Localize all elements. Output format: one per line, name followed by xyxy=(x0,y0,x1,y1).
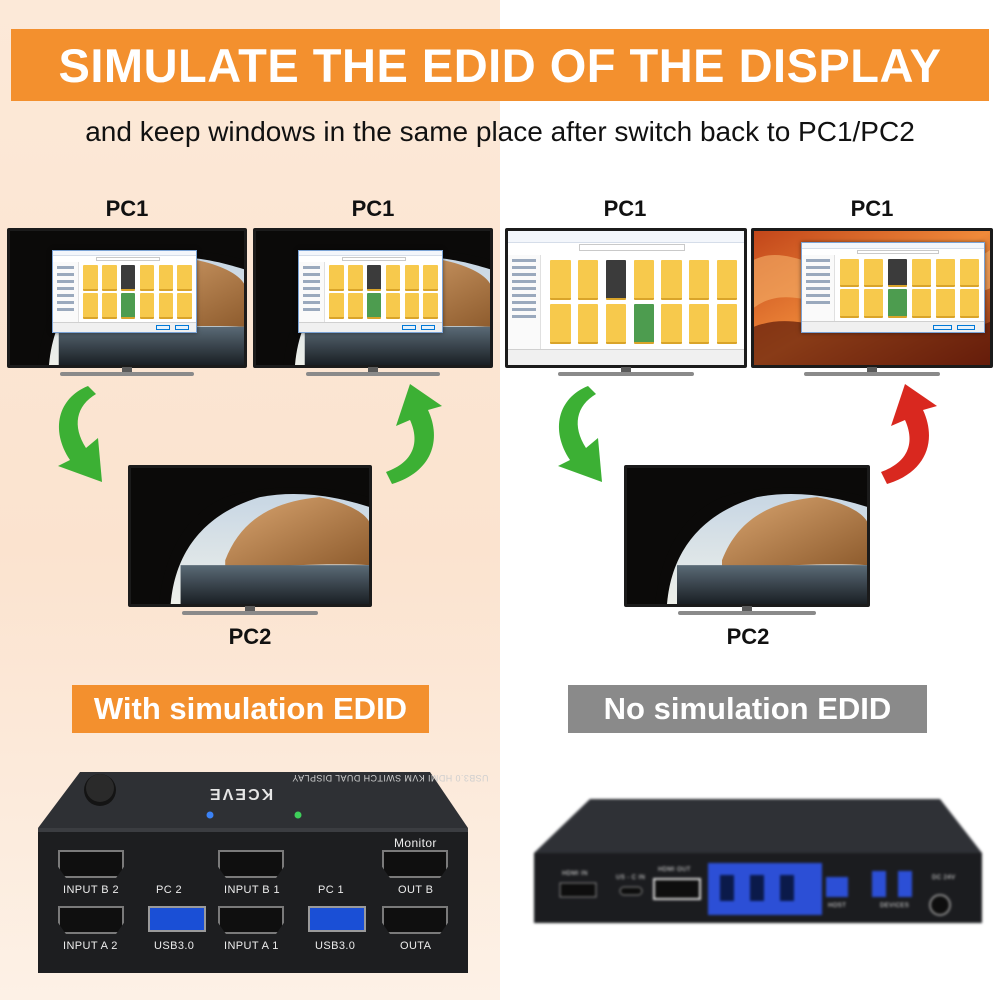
monitor-pc2-right xyxy=(624,465,870,615)
usb-port-b[interactable] xyxy=(308,906,366,932)
input-a2-label: INPUT A 2 xyxy=(63,940,118,952)
hdmi-port-input-b2[interactable] xyxy=(58,850,124,878)
headline-text: SIMULATE THE EDID OF THE DISPLAY xyxy=(58,38,942,92)
kvm-switch-device: KCEVE USB3.0 HDMI KVM SWITCH DUAL DISPLA… xyxy=(30,768,489,988)
out-b-label: OUT B xyxy=(398,884,434,896)
red-arrow-up-right-icon xyxy=(881,384,937,484)
hdmi-port-input-a1[interactable] xyxy=(218,906,284,934)
brand-logo-text: KCEVE xyxy=(208,785,274,802)
hdmi-port-out-b[interactable] xyxy=(382,850,448,878)
no-edid-caption: No simulation EDID xyxy=(568,685,927,733)
hdmi-out-label: HDMI OUT xyxy=(658,867,691,873)
out-a-label: OUTA xyxy=(400,940,432,952)
file-dialog-window xyxy=(52,249,198,333)
with-edid-caption: With simulation EDID xyxy=(72,685,429,733)
monitor-pc1-right-b xyxy=(751,228,993,376)
monitor-pc1-left-a xyxy=(7,228,247,376)
subtitle-text: and keep windows in the same place after… xyxy=(85,116,915,147)
file-dialog-maximized xyxy=(508,231,744,365)
hdmi-port-input-a2[interactable] xyxy=(58,906,124,934)
pc1-label-left-b: PC1 xyxy=(351,196,395,221)
file-dialog-window xyxy=(801,241,986,333)
monitor-pc1-right-a xyxy=(505,228,747,376)
pc1-label-left-a: PC1 xyxy=(105,196,149,221)
devices-label: DEVICES xyxy=(880,903,910,909)
hdmi-port-input-b1[interactable] xyxy=(218,850,284,878)
pc1-port-label: PC 1 xyxy=(318,884,345,896)
pc2-label-left: PC2 xyxy=(228,624,272,649)
hdmi-in-label: HDMI IN xyxy=(562,871,588,877)
usb-label-b: USB3.0 xyxy=(315,940,356,952)
hdmi-port-out-a[interactable] xyxy=(382,906,448,934)
host-label: HOST xyxy=(828,903,847,909)
pc2-port-label: PC 2 xyxy=(156,884,183,896)
green-arrow-up-right-icon xyxy=(386,384,442,484)
pc1-label-right-a: PC1 xyxy=(603,196,647,221)
file-dialog-window xyxy=(298,249,444,333)
usb-port-a[interactable] xyxy=(148,906,206,932)
pc2-label-right: PC2 xyxy=(726,624,770,649)
pc1-label-right-b: PC1 xyxy=(850,196,894,221)
model-text: USB3.0 HDMI KVM SWITCH DUAL DISPLAY xyxy=(292,773,489,783)
input-a1-label: INPUT A 1 xyxy=(224,940,279,952)
green-arrow-down-left-icon xyxy=(558,386,602,482)
usb-label-a: USB3.0 xyxy=(154,940,195,952)
dc-label: DC 24V xyxy=(932,875,956,881)
monitor-label: Monitor xyxy=(394,836,437,850)
monitor-pc1-left-b xyxy=(253,228,493,376)
input-b2-label: INPUT B 2 xyxy=(63,884,119,896)
green-arrow-down-left-icon xyxy=(58,386,102,482)
input-b1-label: INPUT B 1 xyxy=(224,884,280,896)
usb-c-label: US - C IN xyxy=(616,875,646,881)
headline-banner: SIMULATE THE EDID OF THE DISPLAY xyxy=(11,29,989,101)
monitor-pc2-left xyxy=(128,465,372,615)
other-kvm-device: HDMI IN US - C IN HDMI OUT HOST DEVICES … xyxy=(530,795,985,935)
